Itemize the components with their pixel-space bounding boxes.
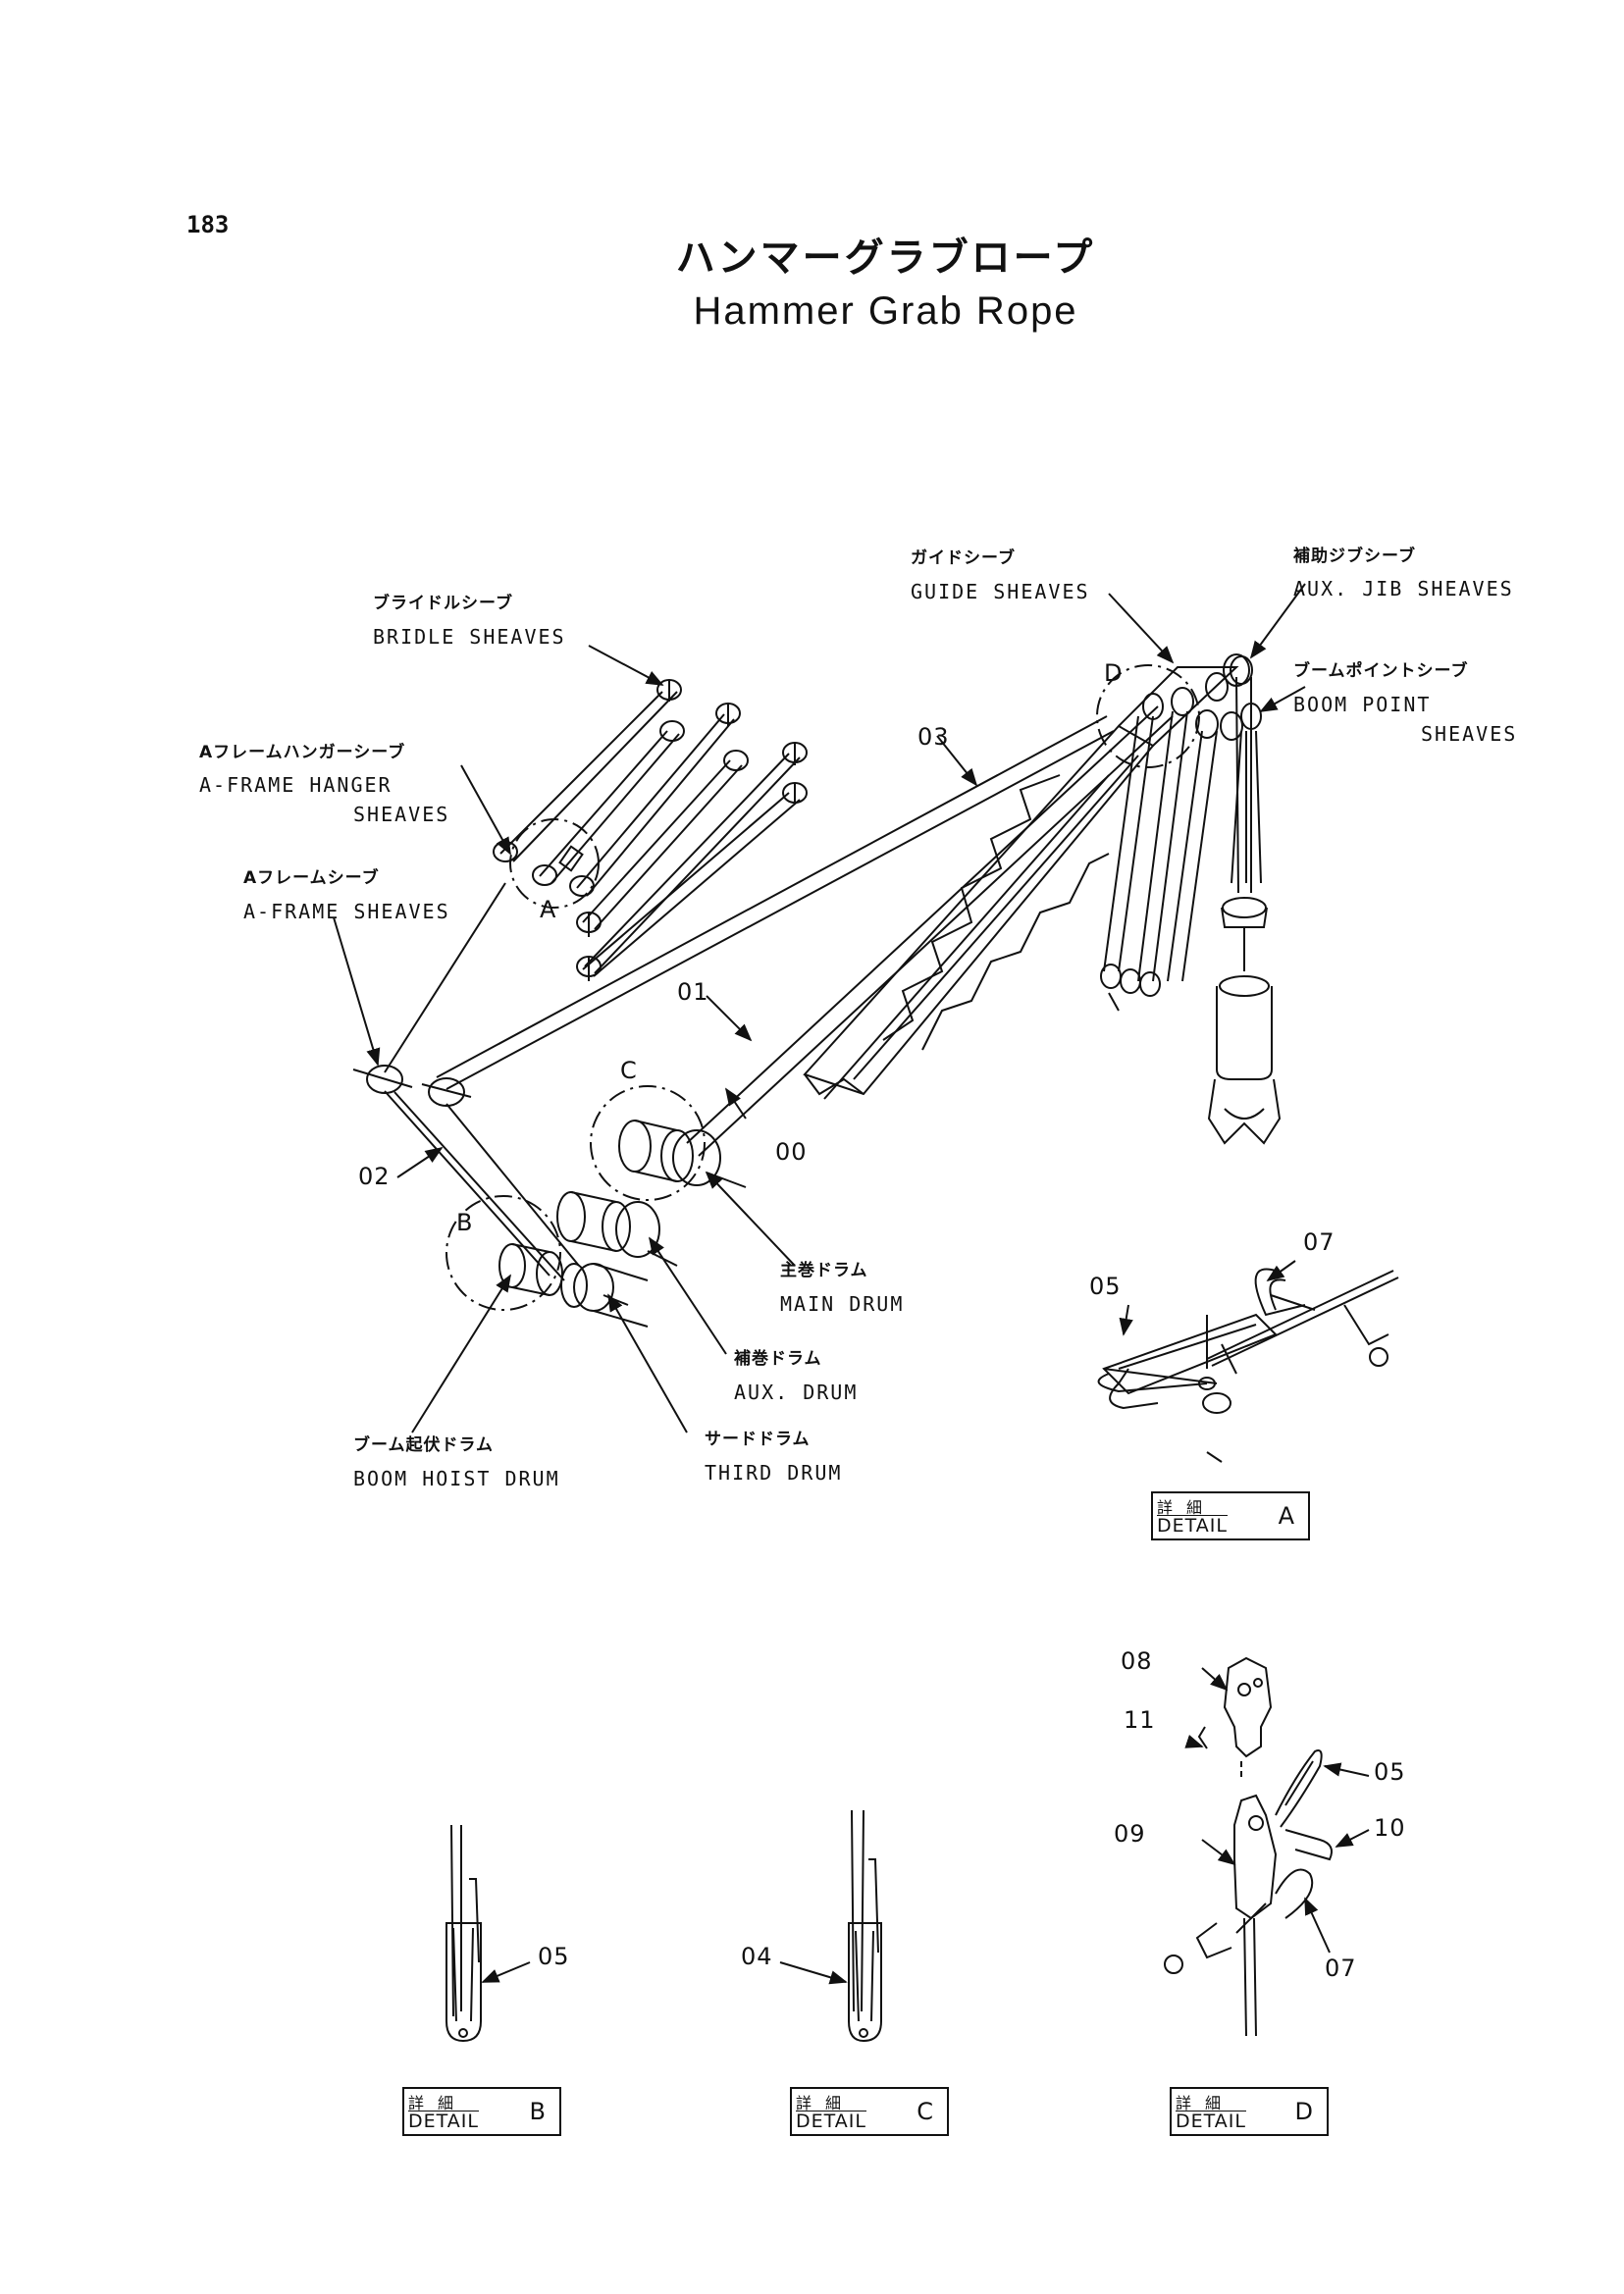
hammer-grab (1207, 676, 1282, 1145)
detail-d-en: DETAIL (1176, 2111, 1246, 2132)
detail-a-box: 詳細 DETAIL A (1151, 1491, 1310, 1540)
boom-point-sheaves-label-1: BOOM POINT (1293, 693, 1432, 716)
detail-a-en: DETAIL (1157, 1515, 1228, 1537)
detail-b-letter: B (529, 2098, 546, 2125)
detail-b-jp: 詳細 (408, 2094, 468, 2112)
boom-hoist-drum-label: BOOM HOIST DRUM (353, 1467, 560, 1490)
main-drum-label-jp: 主巻ドラム (780, 1261, 868, 1280)
a-frame-sheaves-label-jp: Aフレームシーブ (243, 868, 380, 888)
detail-a-letter: A (1278, 1502, 1294, 1530)
detail-b-box: 詳細 DETAIL B (402, 2087, 561, 2136)
detail-d-callout-08: 08 (1121, 1647, 1153, 1675)
leader-lines (333, 583, 1306, 1434)
a-frame-hanger-sheaves-label-1: A-FRAME HANGER (199, 773, 393, 797)
aux-drum-label: AUX. DRUM (734, 1381, 859, 1404)
detail-d-jp: 詳細 (1176, 2094, 1235, 2112)
callout-rope-00: 00 (775, 1138, 808, 1166)
a-frame-hanger-sheaves-label-jp: Aフレームハンガーシーブ (199, 743, 406, 762)
detail-a-callout-05: 05 (1089, 1273, 1122, 1300)
main-ropes (352, 705, 1174, 1281)
boom-point-sheaves-label-2: SHEAVES (1421, 722, 1518, 746)
guide-sheaves-label-jp: ガイドシーブ (911, 548, 1016, 568)
detail-a-drawing (1097, 1260, 1399, 1463)
a-frame-sheaves-label: A-FRAME SHEAVES (243, 900, 450, 923)
detail-a-callout-07: 07 (1303, 1228, 1336, 1256)
bridle-system (493, 679, 808, 981)
boom-lattice (803, 666, 1239, 1100)
detail-circle-letter-b: B (456, 1209, 475, 1236)
third-drum-label: THIRD DRUM (705, 1461, 843, 1485)
aux-jib-sheaves-label-jp: 補助ジブシーブ (1293, 547, 1416, 566)
bridle-sheaves-label-jp: ブライドルシーブ (373, 594, 513, 613)
detail-b-callout-05: 05 (538, 1943, 570, 1970)
callout-rope-02: 02 (358, 1163, 391, 1190)
detail-circle-letter-a: A (540, 896, 558, 923)
detail-c-callout-04: 04 (741, 1943, 773, 1970)
hook-block-ropes (1100, 710, 1218, 1012)
detail-d-box: 詳細 DETAIL D (1170, 2087, 1329, 2136)
main-drum-label: MAIN DRUM (780, 1292, 905, 1316)
aux-jib-sheaves-label: AUX. JIB SHEAVES (1293, 577, 1514, 600)
a-frame-hanger-sheaves-label-2: SHEAVES (353, 803, 450, 826)
detail-c-en: DETAIL (796, 2111, 866, 2132)
detail-d-callout-09: 09 (1114, 1820, 1146, 1848)
detail-b-en: DETAIL (408, 2111, 479, 2132)
detail-d-letter: D (1294, 2098, 1313, 2125)
detail-c-drawing (779, 1809, 882, 2043)
detail-d-callout-11: 11 (1124, 1706, 1156, 1734)
third-drum-label-jp: サードドラム (705, 1430, 811, 1449)
detail-c-letter: C (917, 2098, 933, 2125)
callout-rope-03: 03 (917, 723, 950, 751)
page-number: 183 (186, 211, 230, 238)
aux-drum-label-jp: 補巻ドラム (734, 1349, 822, 1369)
detail-b-drawing (445, 1824, 531, 2043)
detail-c-jp: 詳細 (796, 2094, 856, 2112)
bridle-sheaves-label: BRIDLE SHEAVES (373, 625, 566, 649)
callout-rope-01: 01 (677, 978, 709, 1006)
detail-d-drawing (1164, 1656, 1370, 2037)
detail-d-callout-10: 10 (1374, 1814, 1406, 1842)
detail-a-jp: 詳細 (1157, 1498, 1217, 1517)
detail-c-box: 詳細 DETAIL C (790, 2087, 949, 2136)
boom-point-sheaves-label-jp: ブームポイントシーブ (1293, 661, 1469, 681)
detail-circle-letter-d: D (1104, 659, 1125, 687)
title-japanese: ハンマーグラブロープ (675, 235, 1096, 281)
detail-circle-letter-c: C (620, 1057, 639, 1084)
boom-hoist-drum-label-jp: ブーム起伏ドラム (353, 1435, 494, 1455)
guide-sheaves-label: GUIDE SHEAVES (911, 580, 1090, 603)
detail-d-callout-05: 05 (1374, 1758, 1406, 1786)
title-english: Hammer Grab Rope (693, 289, 1078, 333)
detail-d-callout-07: 07 (1325, 1955, 1357, 1982)
drums (445, 1085, 747, 1328)
